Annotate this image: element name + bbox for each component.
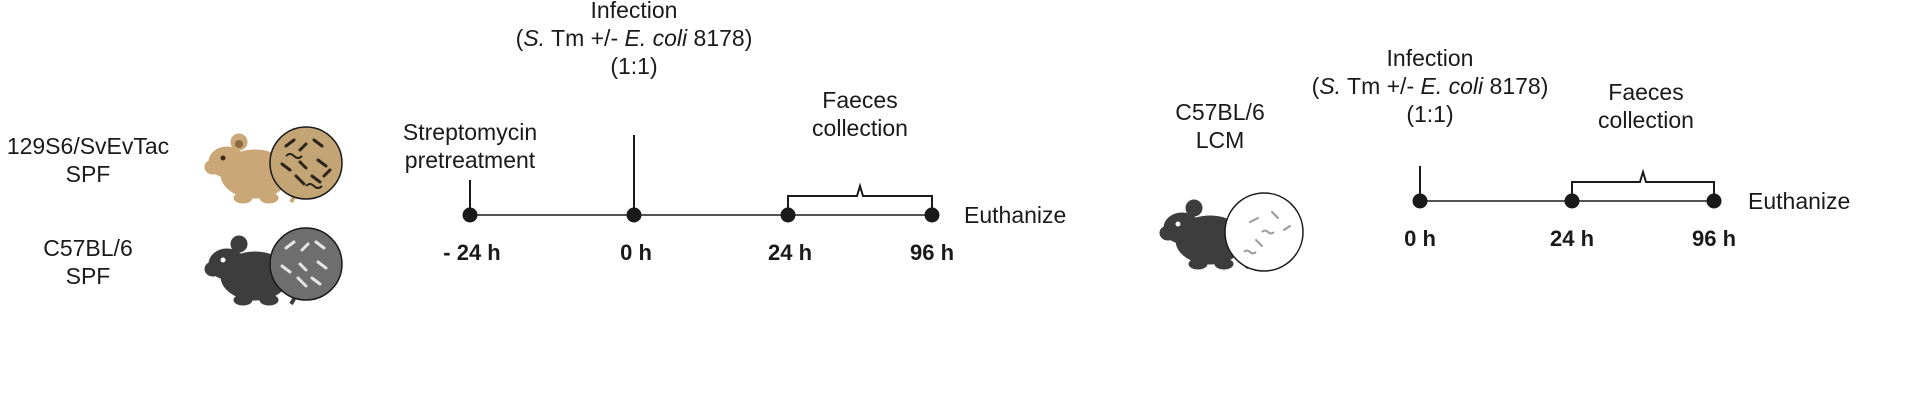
- tick-label: - 24 h: [443, 240, 501, 265]
- status-label: LCM: [1195, 127, 1245, 153]
- infection-detail: (S. Tm +/- E. coli 8178): [515, 25, 753, 51]
- strain-name: C57BL/6: [1175, 99, 1265, 125]
- group-label-c57bl6-spf: C57BL/6 SPF: [14, 234, 162, 290]
- tick-label: 0 h: [1404, 226, 1436, 251]
- mouse-black-icon: [203, 234, 298, 307]
- strain-name: C57BL/6: [43, 235, 133, 261]
- infection-label: Infection (S. Tm +/- E. coli 8178) (1:1): [494, 0, 774, 80]
- tick-label: 96 h: [909, 240, 955, 265]
- status-label: SPF: [65, 161, 111, 187]
- timeline-left: [462, 135, 940, 223]
- tick-label: 24 h: [767, 240, 813, 265]
- mouse-tan-icon: [203, 132, 298, 205]
- mouse-black-icon-lcm: [1158, 198, 1253, 271]
- infection-label-right: Infection (S. Tm +/- E. coli 8178) (1:1): [1290, 44, 1570, 128]
- timeline-right: [1412, 166, 1722, 209]
- tick-label: 24 h: [1549, 226, 1595, 251]
- faeces-collection-label: Faeces collection: [812, 87, 908, 141]
- tick-label: 0 h: [620, 240, 652, 265]
- pretreatment-label: Streptomycin pretreatment: [402, 119, 538, 173]
- infection-detail: (S. Tm +/- E. coli 8178): [1311, 73, 1549, 99]
- faeces-collection-label-right: Faeces collection: [1598, 79, 1694, 133]
- euthanize-label: Euthanize: [964, 202, 1067, 228]
- euthanize-label-right: Euthanize: [1748, 188, 1851, 214]
- group-label-129s6: 129S6/SvEvTac SPF: [0, 132, 176, 188]
- status-label: SPF: [65, 263, 111, 289]
- tick-label: 96 h: [1691, 226, 1737, 251]
- group-label-c57bl6-lcm: C57BL/6 LCM: [1146, 98, 1294, 154]
- strain-name: 129S6/SvEvTac: [6, 133, 170, 159]
- low-complexity-microbiota-icon: [1224, 192, 1304, 272]
- complex-microbiota-icon: [269, 126, 343, 200]
- complex-microbiota-icon-2: [269, 227, 343, 301]
